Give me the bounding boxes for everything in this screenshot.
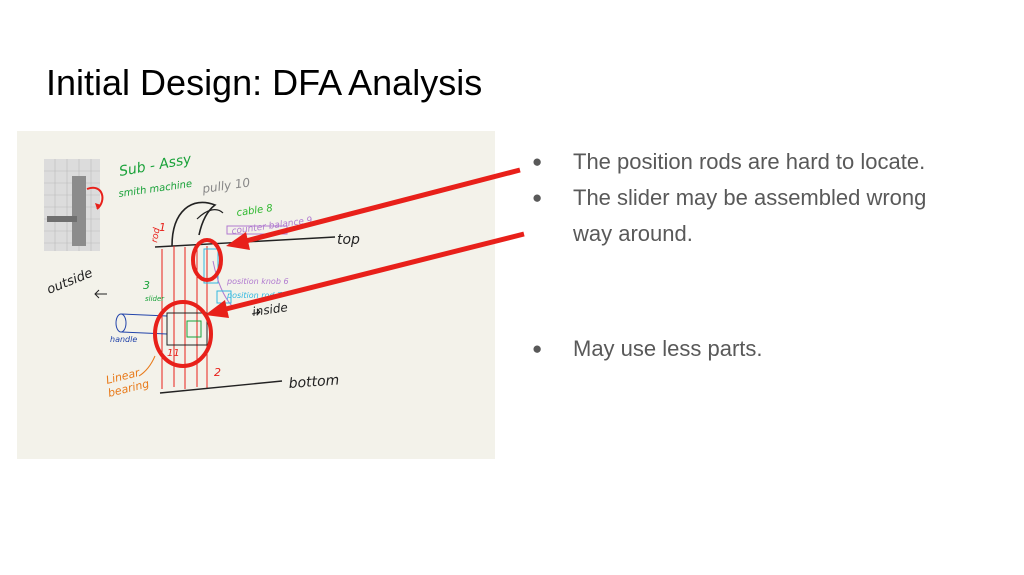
slide-title: Initial Design: DFA Analysis (46, 62, 483, 103)
design-sketch-image: Sub - Assy smith machine pully 10 cable … (17, 131, 495, 459)
label-num1: 1 (159, 221, 166, 234)
label-cable: cable 8 (236, 203, 274, 219)
label-pully: pully 10 (200, 175, 251, 196)
label-top: top (337, 232, 360, 248)
bullet-list: ● The position rods are hard to locate. … (532, 144, 952, 367)
design-sketch: Sub - Assy smith machine pully 10 cable … (44, 151, 360, 400)
smith-machine-photo (44, 159, 104, 251)
bullet-text: May use less parts. (573, 336, 763, 361)
label-outside: outside (45, 266, 95, 298)
label-rod: rod (150, 227, 162, 244)
bullet-text: The slider may be assembled wrong way ar… (573, 185, 927, 246)
bullet-text: The position rods are hard to locate. (573, 149, 926, 174)
label-bottom: bottom (288, 372, 340, 391)
label-slider: slider (145, 295, 165, 303)
highlight-circle-slider (153, 300, 213, 368)
label-handle: handle (110, 335, 137, 344)
label-position-rod: position rod 7 (226, 291, 283, 300)
label-num2: 2 (214, 366, 221, 379)
highlight-circle-position-rods (191, 238, 223, 282)
bottom-line (159, 380, 283, 394)
label-smith-machine: smith machine (118, 179, 193, 200)
label-position-knob: position knob 6 (226, 277, 289, 286)
bullet-item: ● May use less parts. (532, 331, 952, 367)
bullet-item: ● The position rods are hard to locate. (532, 144, 952, 180)
bullet-dot-icon: ● (532, 339, 543, 358)
label-num11: 11 (167, 348, 180, 359)
label-num3: 3 (143, 279, 150, 292)
pulley-hook (171, 201, 217, 247)
bullet-dot-icon: ● (532, 152, 543, 171)
bullet-item: ● The slider may be assembled wrong way … (532, 180, 952, 252)
bullet-dot-icon: ● (532, 188, 543, 207)
top-line (154, 236, 336, 248)
label-sub-assy: Sub - Assy (118, 151, 193, 180)
